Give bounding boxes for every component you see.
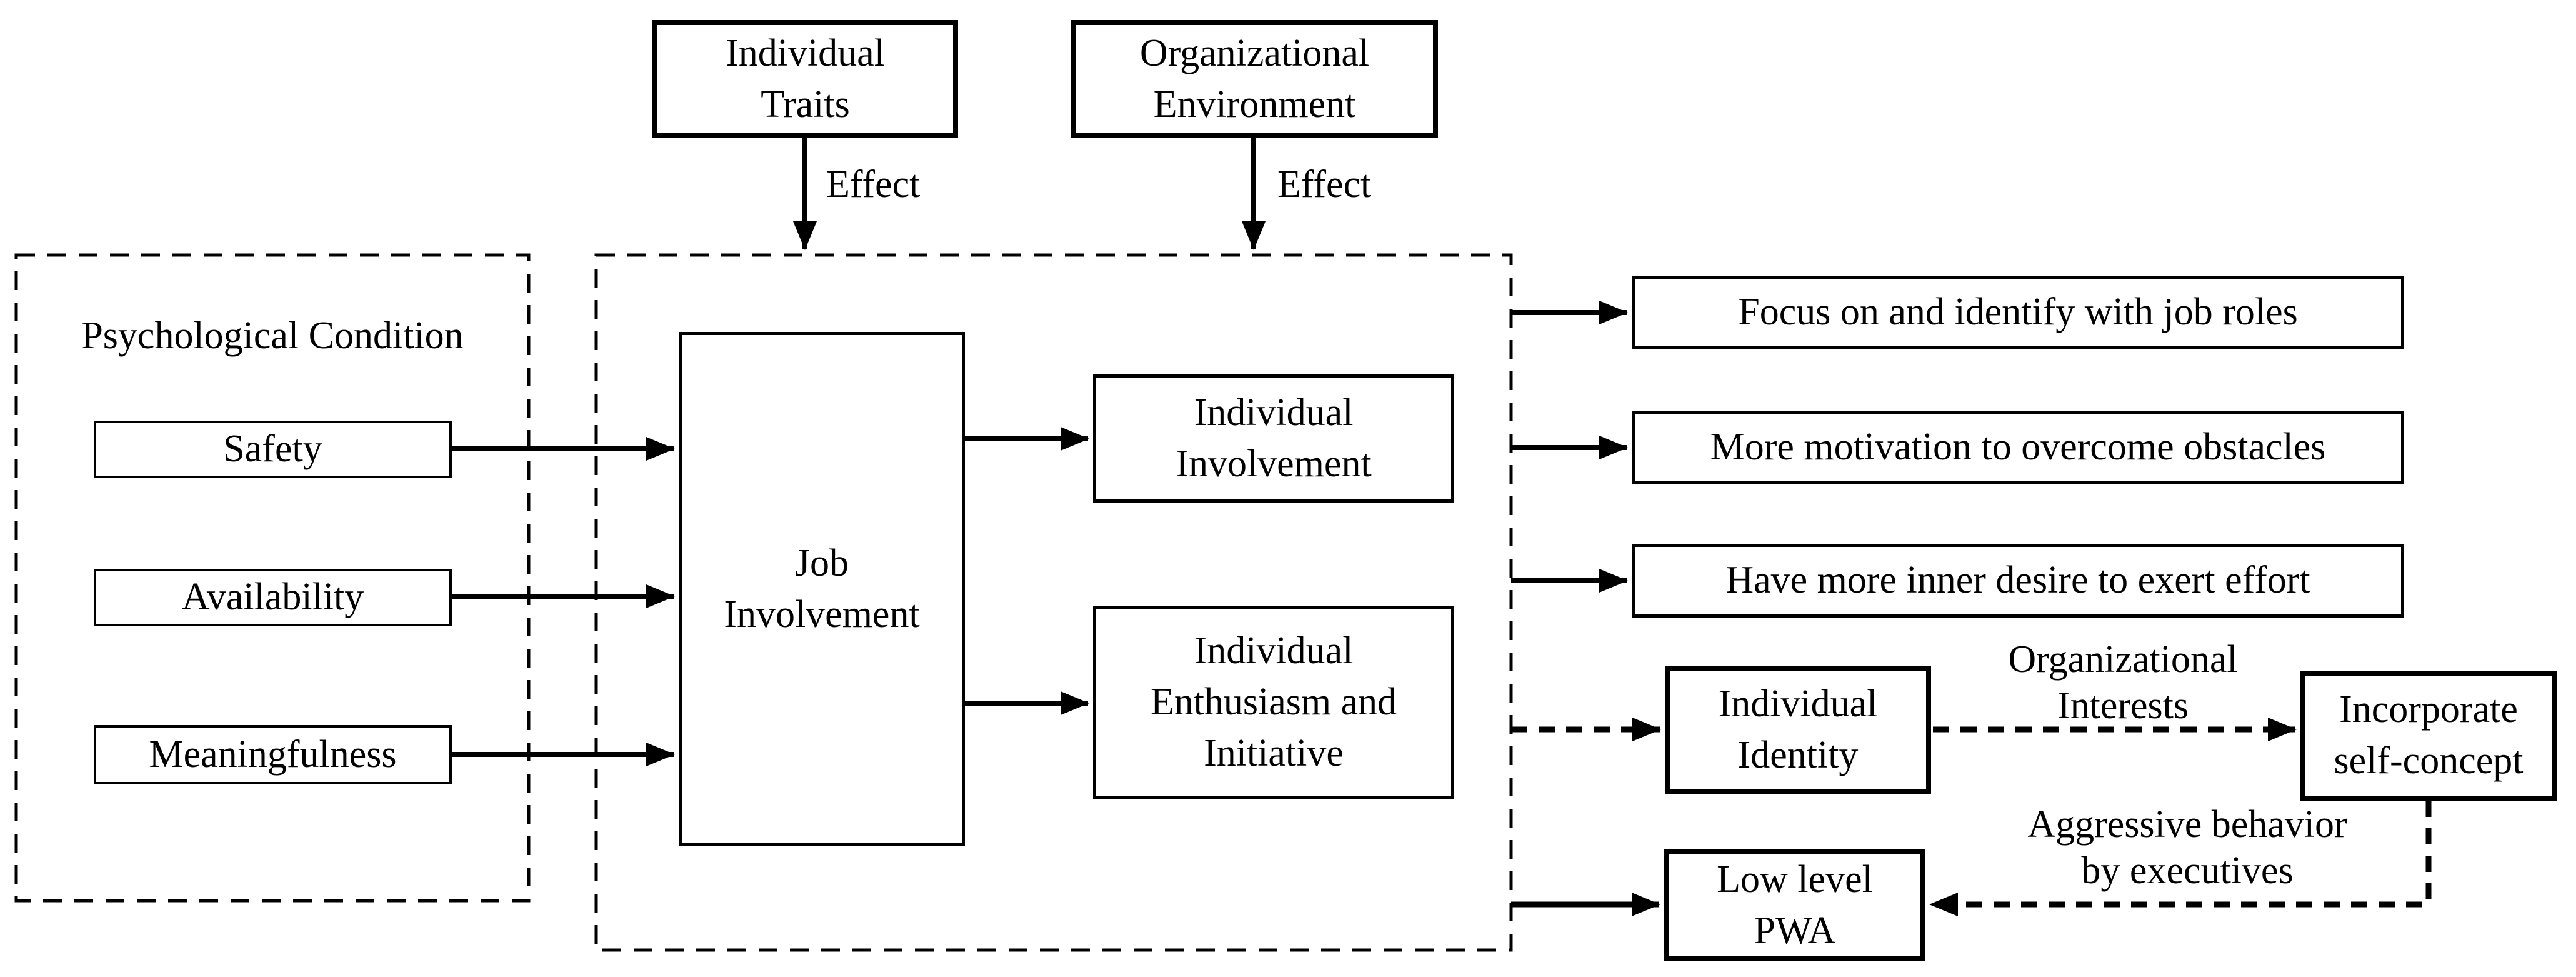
job-involvement-box: Job Involvement: [679, 332, 965, 846]
psychological-condition-dashed-container: [14, 253, 531, 903]
more-motivation-label: More motivation to overcome obstacles: [1710, 426, 2326, 469]
safety-label: Safety: [223, 428, 322, 471]
job-involvement-label: Job Involvement: [724, 541, 920, 636]
more-motivation-box: More motivation to overcome obstacles: [1632, 411, 2404, 484]
safety-box: Safety: [94, 421, 452, 478]
individual-involvement-label: Individual Involvement: [1176, 391, 1372, 485]
effect-label-right: Effect: [1277, 163, 1372, 206]
individual-identity-box: Individual Identity: [1665, 666, 1931, 794]
individual-enthusiasm-label: Individual Enthusiasm and Initiative: [1150, 629, 1397, 774]
organizational-environment-box: Organizational Environment: [1071, 20, 1438, 138]
low-level-pwa-label: Low level PWA: [1717, 858, 1873, 952]
inner-desire-box: Have more inner desire to exert effort: [1632, 544, 2404, 618]
incorporate-self-concept-box: Incorporate self-concept: [2300, 671, 2557, 801]
meaningfulness-box: Meaningfulness: [94, 725, 452, 784]
inner-desire-label: Have more inner desire to exert effort: [1725, 559, 2310, 602]
organizational-environment-label: Organizational Environment: [1139, 31, 1370, 126]
availability-box: Availability: [94, 569, 452, 626]
individual-enthusiasm-box: Individual Enthusiasm and Initiative: [1093, 606, 1454, 799]
individual-involvement-box: Individual Involvement: [1093, 374, 1454, 503]
individual-identity-label: Individual Identity: [1718, 683, 1878, 776]
aggressive-behavior-label: Aggressive behavior by executives: [2027, 803, 2347, 893]
psychological-condition-title: Psychological Condition: [81, 314, 464, 357]
effect-label-left: Effect: [826, 163, 921, 206]
job-involvement-dashed-container: [594, 253, 1513, 952]
focus-roles-box: Focus on and identify with job roles: [1632, 276, 2404, 349]
individual-traits-label: Individual Traits: [726, 31, 885, 126]
dashed-arrow-incorporate-to-low-level-pwa: [1929, 801, 2432, 916]
low-level-pwa-box: Low level PWA: [1664, 849, 1925, 961]
individual-traits-box: Individual Traits: [652, 20, 958, 138]
organizational-interests-label: Organizational Interests: [2008, 638, 2238, 728]
meaningfulness-label: Meaningfulness: [149, 733, 397, 776]
availability-label: Availability: [181, 576, 364, 619]
focus-roles-label: Focus on and identify with job roles: [1738, 291, 2298, 334]
incorporate-self-concept-label: Incorporate self-concept: [2334, 688, 2524, 782]
